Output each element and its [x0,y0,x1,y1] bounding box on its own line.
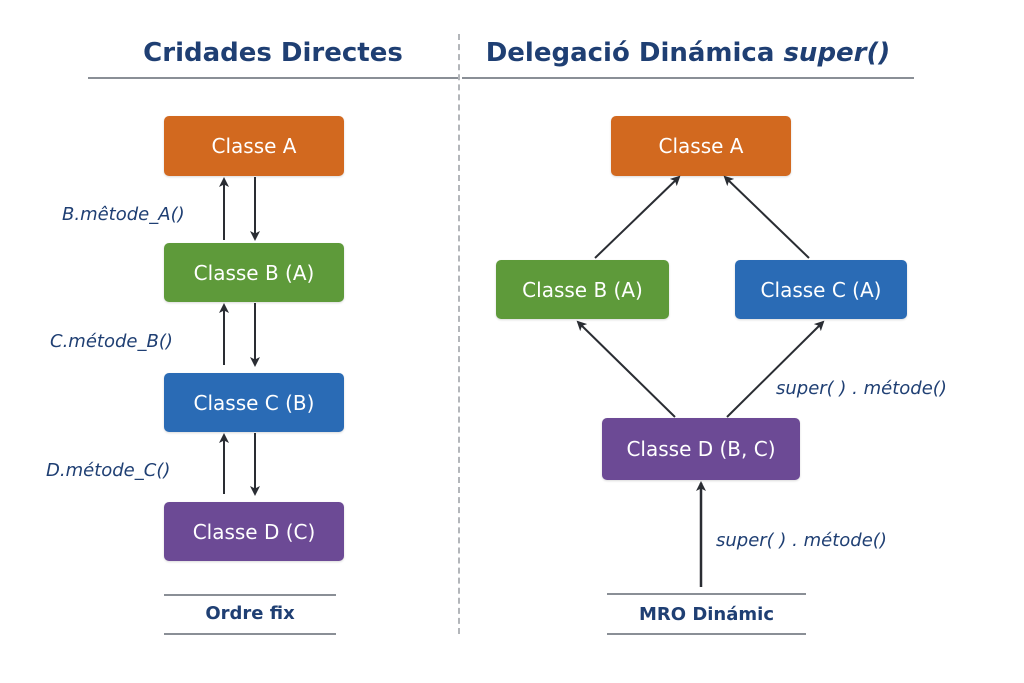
left-class-d: Classe D (C) [164,502,344,561]
right-class-b: Classe B (A) [496,260,669,319]
right-footer-rule-top [607,593,806,595]
left-panel-title: Cridades Directes [143,38,403,68]
right-class-c: Classe C (A) [735,260,907,319]
right-class-a: Classe A [611,116,791,176]
left-class-b: Classe B (A) [164,243,344,302]
left-footer-rule-bottom [164,633,336,635]
left-title-rule [88,77,458,79]
right-title-main: Delegació Dinámica [485,38,775,68]
right-arrow-c-to-a [723,175,810,259]
right-title-code: super() [783,38,891,68]
left-footer-label: Ordre fix [205,603,295,624]
right-arrow-d-to-b [576,320,676,418]
right-footer-rule-bottom [607,633,806,635]
left-class-a: Classe A [164,116,344,176]
left-call-b-a: B.mêtode_A() [62,204,185,225]
right-class-d: Classe D (B, C) [602,418,800,480]
right-title-rule [462,77,914,79]
left-footer-rule-top [164,594,336,596]
left-call-d-c: D.métode_C() [46,460,171,481]
left-class-c: Classe C (B) [164,373,344,432]
right-arrow-d-to-c [726,320,825,418]
right-call-super-lower: super( ) . métode() [716,530,887,551]
right-arrow-b-to-a [594,175,681,259]
right-footer-label: MRO Dinámic [638,604,774,625]
panel-divider [458,34,460,634]
right-panel-title: Delegació Dinámica super() [462,30,914,76]
left-call-c-b: C.métode_B() [50,331,173,352]
right-call-super-upper: super( ) . métode() [776,378,947,399]
